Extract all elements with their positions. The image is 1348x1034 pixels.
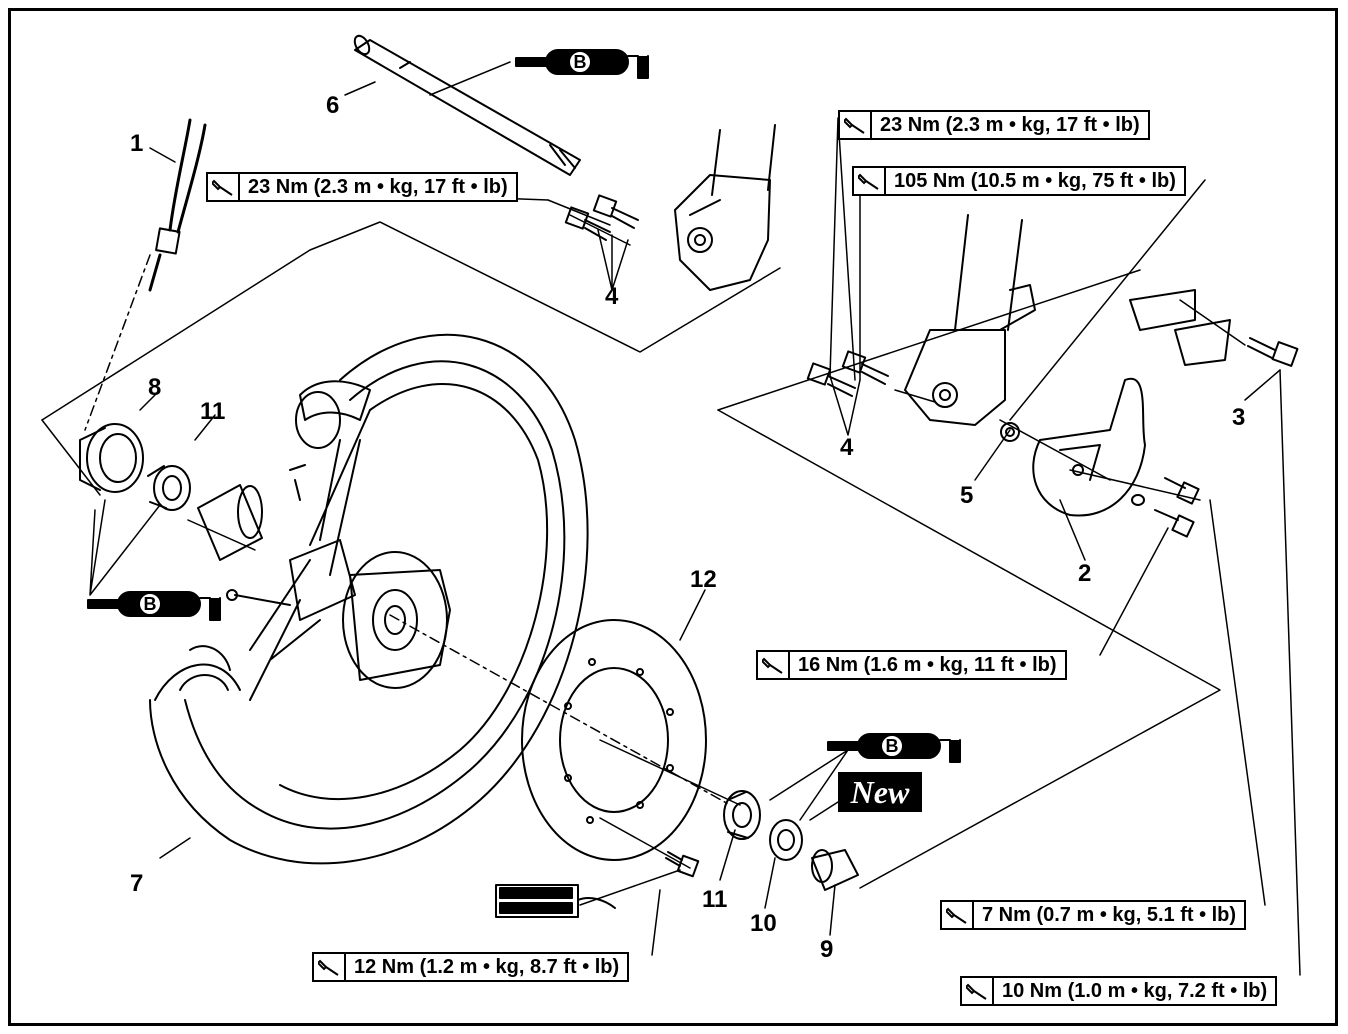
front-axle xyxy=(353,34,581,176)
thread-locker-icon xyxy=(495,884,616,918)
torque-spec-box: 16 Nm (1.6 m • kg, 11 ft • lb) xyxy=(756,650,1067,680)
speedometer-cable xyxy=(148,118,207,292)
callout-7: 7 xyxy=(130,870,144,897)
left-hub-parts xyxy=(79,423,263,561)
callout-8: 8 xyxy=(148,374,162,401)
torque-wrench-icon xyxy=(840,112,872,138)
right-fork-leg xyxy=(904,214,1036,426)
callout-9: 9 xyxy=(820,936,834,963)
torque-spec-box: 12 Nm (1.2 m • kg, 8.7 ft • lb) xyxy=(312,952,630,982)
new-part-badge: New xyxy=(838,772,922,812)
front-wheel xyxy=(149,333,589,865)
right-hardware xyxy=(1000,337,1299,538)
torque-spec-box: 105 Nm (10.5 m • kg, 75 ft • lb) xyxy=(852,166,1186,196)
torque-spec-box: 10 Nm (1.0 m • kg, 7.2 ft • lb) xyxy=(960,976,1278,1006)
torque-wrench-icon xyxy=(854,168,886,194)
callout-3: 3 xyxy=(1232,404,1246,431)
fork-bolts-right xyxy=(806,350,889,397)
torque-value: 7 Nm (0.7 m • kg, 5.1 ft • lb) xyxy=(982,903,1237,926)
callout-10: 10 xyxy=(750,910,777,937)
torque-wrench-icon xyxy=(314,954,346,980)
callout-6: 6 xyxy=(326,92,340,119)
grease-b-label: B xyxy=(573,52,587,72)
torque-wrench-icon xyxy=(758,652,790,678)
diagram-frame xyxy=(8,8,1338,1026)
callout-11: 11 xyxy=(702,886,728,913)
callout-11: 11 xyxy=(200,398,226,425)
right-hub-parts xyxy=(723,790,859,891)
torque-value: 23 Nm (2.3 m • kg, 17 ft • lb) xyxy=(248,175,508,198)
grease-gun-icon xyxy=(87,49,961,763)
fork-bolts-left xyxy=(564,194,639,241)
torque-wrench-icon xyxy=(962,978,994,1004)
torque-spec-box: 23 Nm (2.3 m • kg, 17 ft • lb) xyxy=(838,110,1150,140)
wheel-hub xyxy=(226,409,451,701)
torque-value: 10 Nm (1.0 m • kg, 7.2 ft • lb) xyxy=(1002,979,1268,1002)
grease-b-label: B xyxy=(885,736,899,756)
torque-value: 23 Nm (2.3 m • kg, 17 ft • lb) xyxy=(880,113,1140,136)
callout-2: 2 xyxy=(1078,560,1092,587)
torque-spec-box: 23 Nm (2.3 m • kg, 17 ft • lb) xyxy=(206,172,518,202)
callout-5: 5 xyxy=(960,482,974,509)
torque-value: 12 Nm (1.2 m • kg, 8.7 ft • lb) xyxy=(354,955,620,978)
torque-spec-box: 7 Nm (0.7 m • kg, 5.1 ft • lb) xyxy=(940,900,1247,930)
cover-bracket xyxy=(1129,289,1231,366)
brake-disc xyxy=(521,619,707,861)
disc-cover xyxy=(1032,377,1146,517)
grease-b-label: B xyxy=(143,594,157,614)
leader-lines xyxy=(89,61,1301,976)
callout-4: 4 xyxy=(840,434,854,461)
callout-4: 4 xyxy=(605,283,619,310)
torque-value: 16 Nm (1.6 m • kg, 11 ft • lb) xyxy=(798,653,1057,676)
callout-1: 1 xyxy=(130,130,144,157)
callout-12: 12 xyxy=(690,566,717,593)
left-fork-leg xyxy=(674,124,776,291)
disc-bolt xyxy=(665,851,700,878)
torque-value: 105 Nm (10.5 m • kg, 75 ft • lb) xyxy=(894,169,1176,192)
torque-wrench-icon xyxy=(208,174,240,200)
assembly-lines xyxy=(41,199,1246,889)
torque-wrench-icon xyxy=(942,902,974,928)
